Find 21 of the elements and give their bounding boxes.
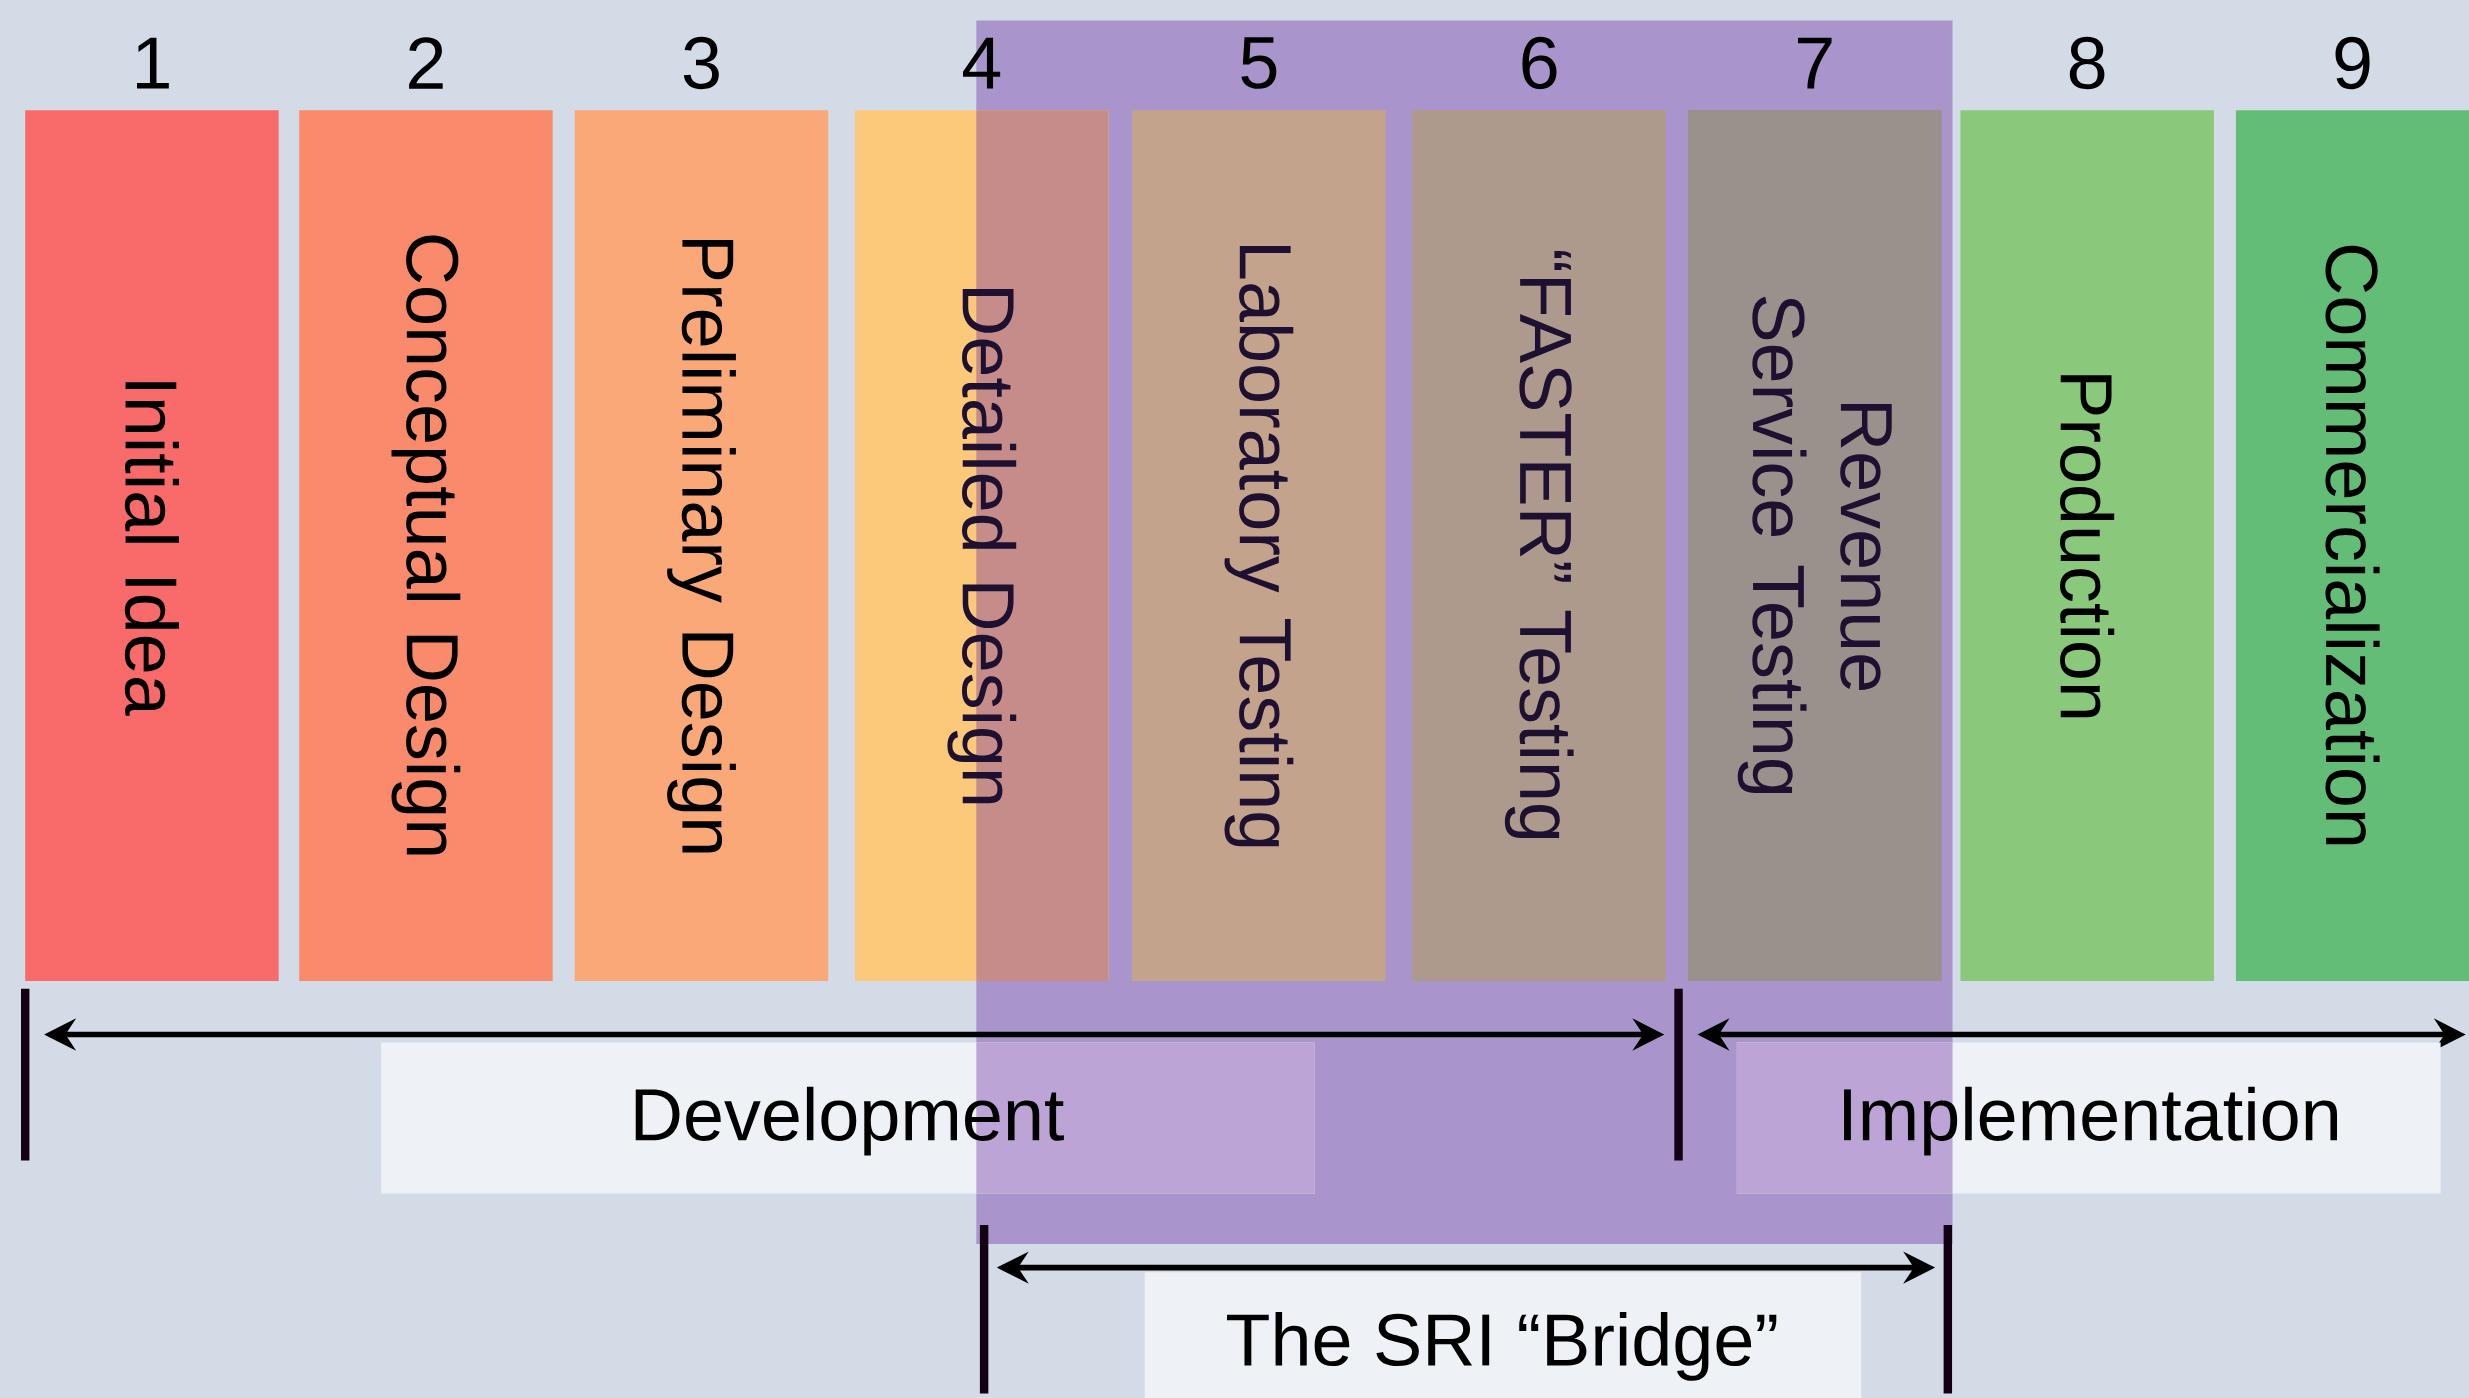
stage-number: 5 xyxy=(1241,37,1277,89)
stage-bar: “FASTER” Testing xyxy=(1412,110,1666,981)
stage-bar: Commercialization xyxy=(2235,110,2469,981)
stage-number: 1 xyxy=(137,37,169,89)
stage-number: 8 xyxy=(2069,36,2105,90)
stage-bar: Preliminary Design xyxy=(574,110,829,981)
stage-bar: Revenue Service Testing xyxy=(1688,110,1942,981)
stage-bar: Detailed Design xyxy=(855,110,1109,981)
stage-number: 6 xyxy=(1522,36,1557,90)
stage-bar: Production xyxy=(1960,110,2214,981)
range-label: Development xyxy=(381,1042,1315,1194)
stage-bar: Conceptual Design xyxy=(299,110,553,981)
stage-number: 4 xyxy=(963,37,1001,89)
stage-bar: Initial Idea xyxy=(25,110,279,981)
stage-number: 7 xyxy=(1798,37,1832,89)
stage-number: 9 xyxy=(2335,36,2370,90)
stage-number: 3 xyxy=(683,36,719,90)
stage-bar: Laboratory Testing xyxy=(1132,110,1386,981)
range-label: Implementation xyxy=(1736,1042,2441,1194)
stage-number: 2 xyxy=(409,37,443,89)
range-label: The SRI “Bridge” xyxy=(1144,1272,1862,1398)
